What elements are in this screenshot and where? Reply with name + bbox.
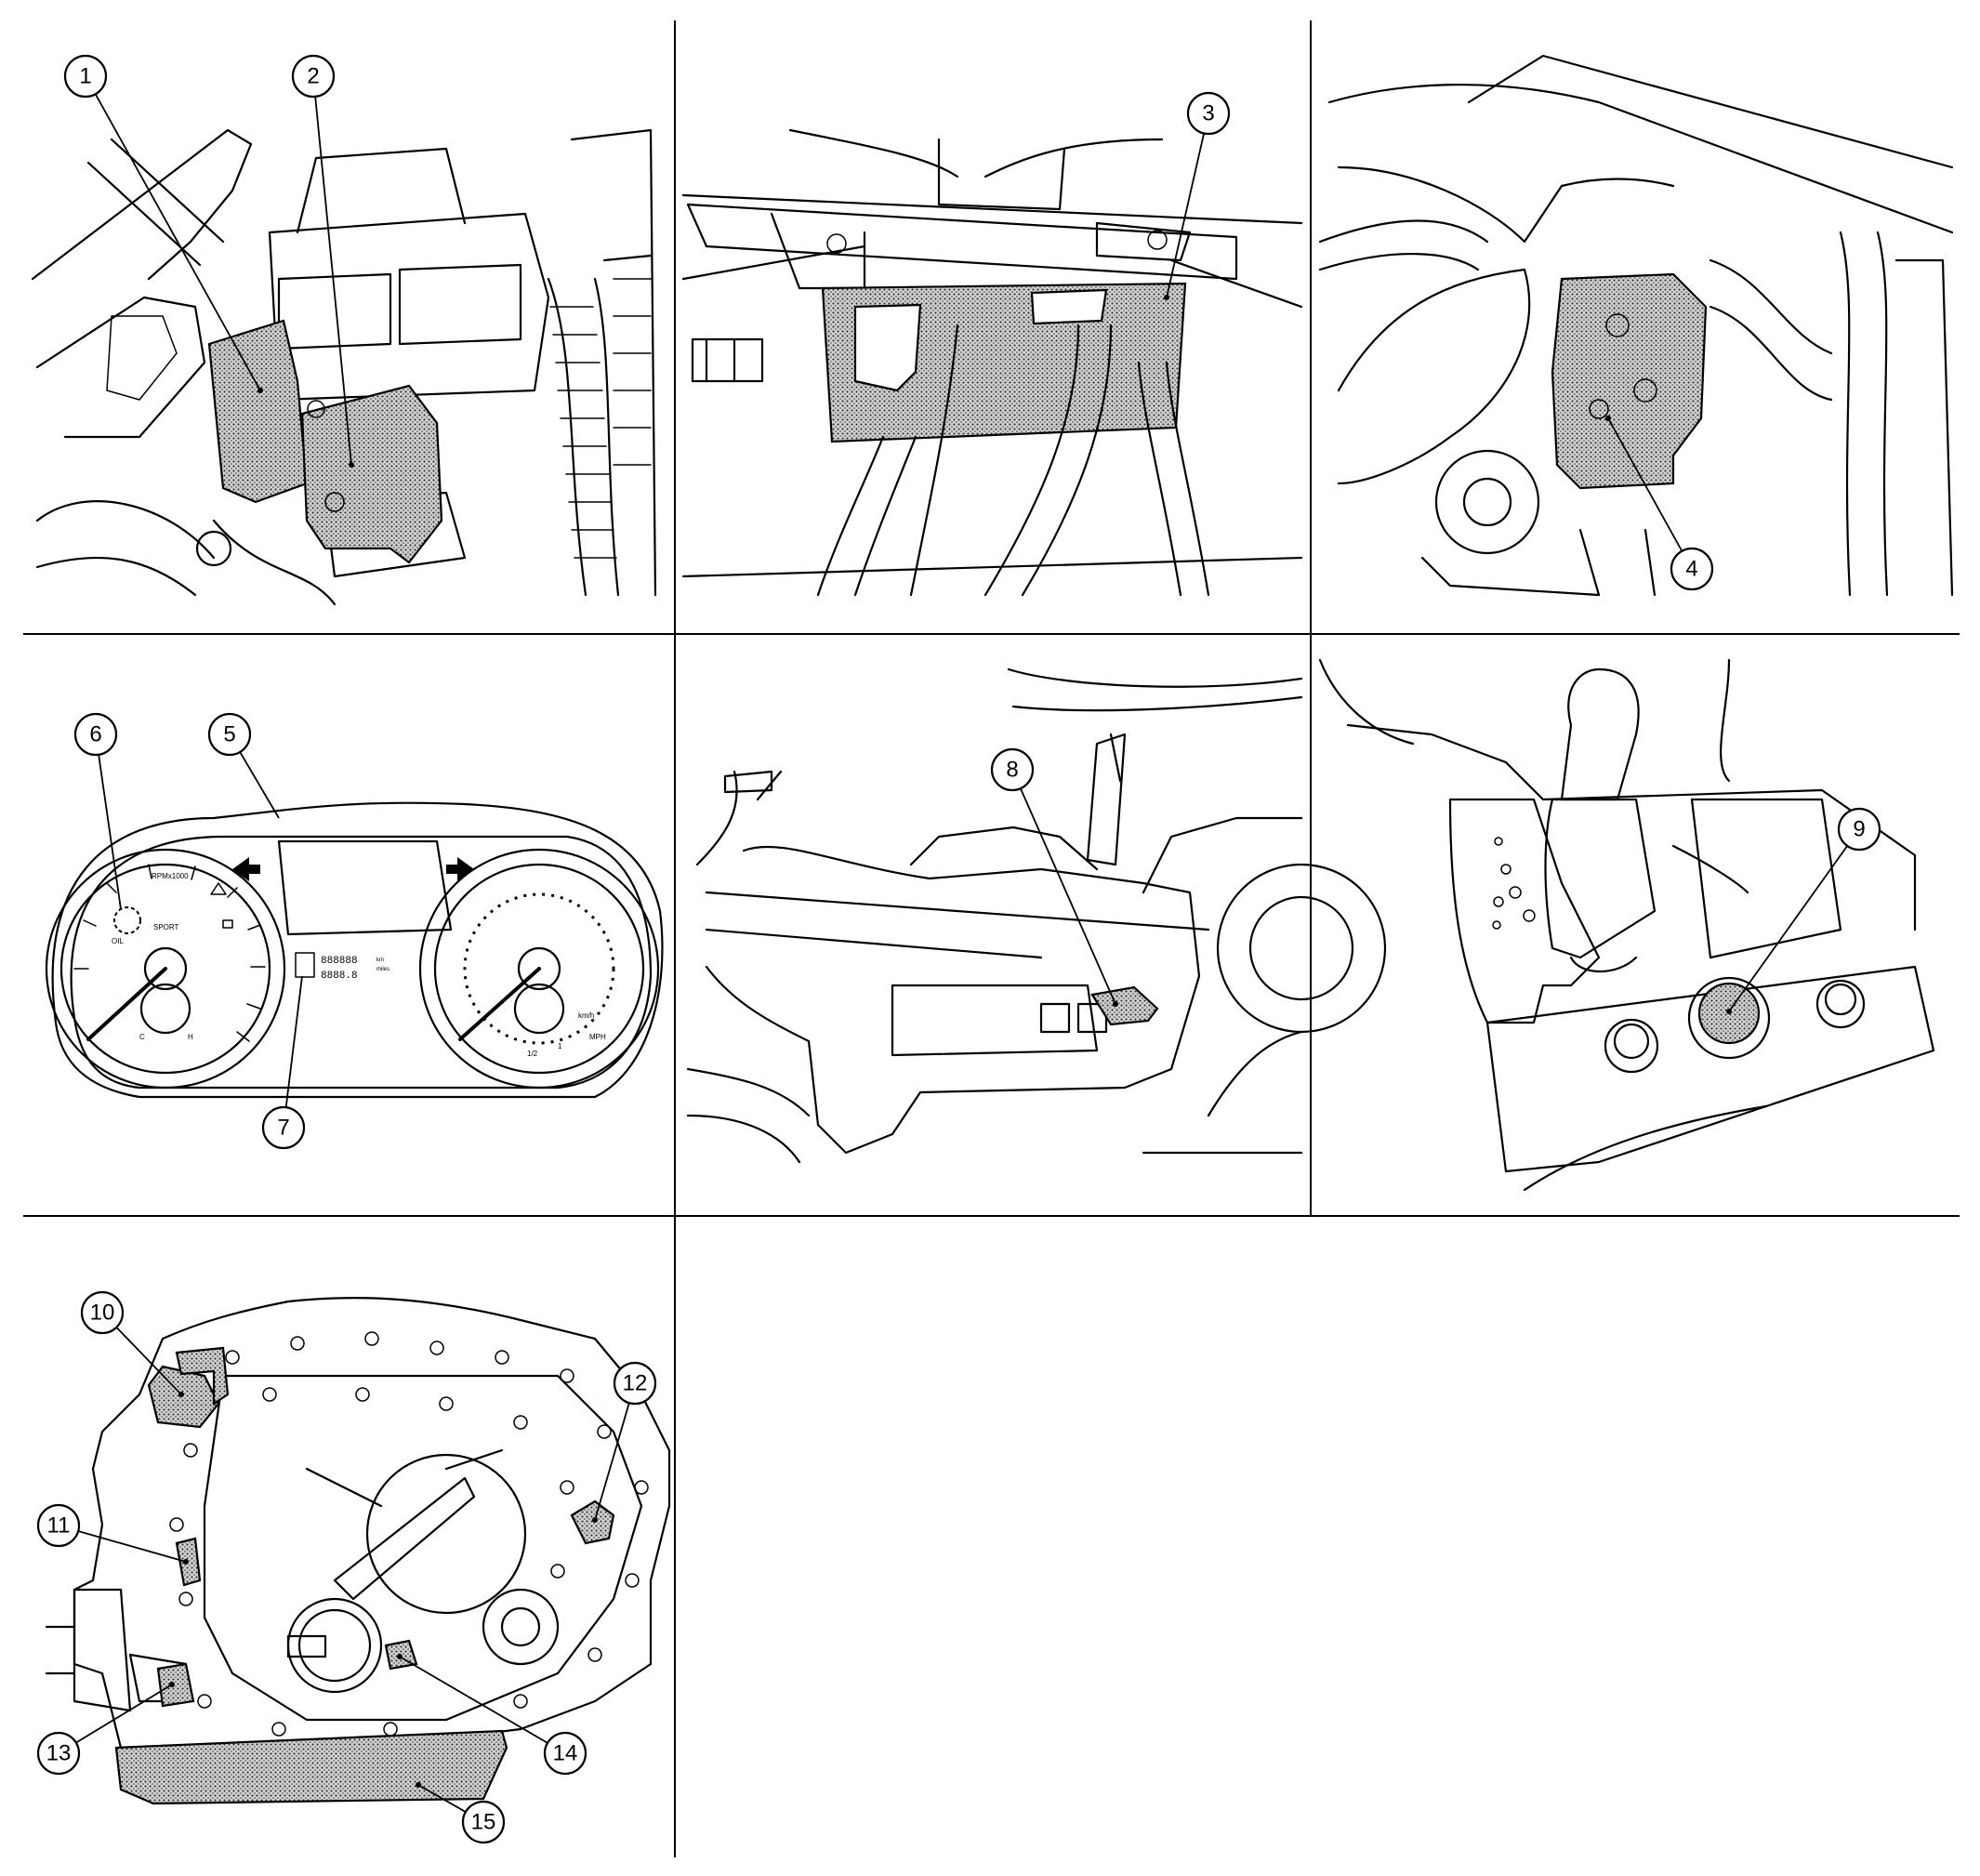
svg-text:15: 15 <box>471 1810 496 1835</box>
temp-hot-label: H <box>188 1033 193 1041</box>
callout-9: 9 <box>1837 807 1881 852</box>
sport-label: SPORT <box>153 923 179 931</box>
callout-2: 2 <box>291 54 336 99</box>
callout-6: 6 <box>73 712 118 757</box>
odometer-unit-bottom: miles <box>376 967 389 972</box>
panel-engine-bay <box>31 128 657 606</box>
svg-text:5: 5 <box>223 722 235 747</box>
callout-13: 13 <box>36 1731 81 1776</box>
panel-abs-actuator <box>1318 54 1954 597</box>
panel-shifter-assembly <box>686 667 1387 1164</box>
svg-text:12: 12 <box>623 1371 648 1396</box>
speed-unit-kmh-label: km/h <box>578 1011 594 1020</box>
panel-under-dash <box>681 128 1303 597</box>
panel-grid <box>23 20 1960 1857</box>
svg-text:2: 2 <box>307 64 319 89</box>
callout-14: 14 <box>543 1731 587 1776</box>
odometer-bottom: 8888.8 <box>321 971 358 982</box>
panel-center-console <box>1318 658 1935 1192</box>
callout-15: 15 <box>461 1800 506 1844</box>
shift-position-sensor-part <box>1090 985 1159 1026</box>
speed-unit-mph-label: MPH <box>589 1033 606 1041</box>
callout-4: 4 <box>1670 547 1714 591</box>
callout-10: 10 <box>80 1290 125 1335</box>
callout-8: 8 <box>990 747 1035 792</box>
svg-text:1: 1 <box>79 64 91 89</box>
svg-text:4: 4 <box>1685 557 1697 582</box>
svg-text:3: 3 <box>1202 101 1214 126</box>
callout-12: 12 <box>613 1361 657 1406</box>
fuel-half-label: 1/2 <box>527 1050 538 1058</box>
svg-text:6: 6 <box>89 722 101 747</box>
oil-pan-part <box>114 1729 508 1805</box>
sensor-12-part <box>570 1499 615 1545</box>
callout-11: 11 <box>36 1503 81 1548</box>
callout-3: 3 <box>1186 91 1231 136</box>
odometer-unit-top: km <box>376 958 384 963</box>
temp-cold-label: C <box>139 1033 145 1041</box>
oil-label: OIL <box>112 937 124 945</box>
svg-text:9: 9 <box>1853 817 1865 842</box>
callout-7: 7 <box>261 1105 306 1150</box>
tach-scale-label: RPMx1000 <box>152 872 189 880</box>
svg-text:11: 11 <box>47 1513 71 1539</box>
svg-text:10: 10 <box>90 1301 115 1326</box>
fuel-full-label: 1 <box>558 1042 562 1050</box>
panel-combination-meter: RPMx1000 SPORT OIL C H km/h MPH 1/2 1 88… <box>45 801 664 1099</box>
sensor-13-part <box>156 1662 195 1708</box>
svg-text:13: 13 <box>46 1741 72 1766</box>
tcm-part <box>300 384 443 564</box>
panel-transaxle <box>45 1296 671 1805</box>
svg-text:7: 7 <box>277 1116 289 1141</box>
svg-text:8: 8 <box>1006 758 1018 783</box>
callouts: 1 2 3 4 5 6 7 8 9 10 11 12 13 <box>36 54 1881 1844</box>
sensor-10-bracket-part <box>175 1346 230 1407</box>
callout-1: 1 <box>63 54 108 99</box>
sensor-10-part <box>147 1365 220 1429</box>
callout-5: 5 <box>207 712 252 757</box>
odometer-top: 888888 <box>321 956 358 967</box>
svg-text:14: 14 <box>553 1741 578 1766</box>
warning-lamp-dashed-circle <box>113 906 141 934</box>
abs-actuator-part <box>1551 272 1708 490</box>
